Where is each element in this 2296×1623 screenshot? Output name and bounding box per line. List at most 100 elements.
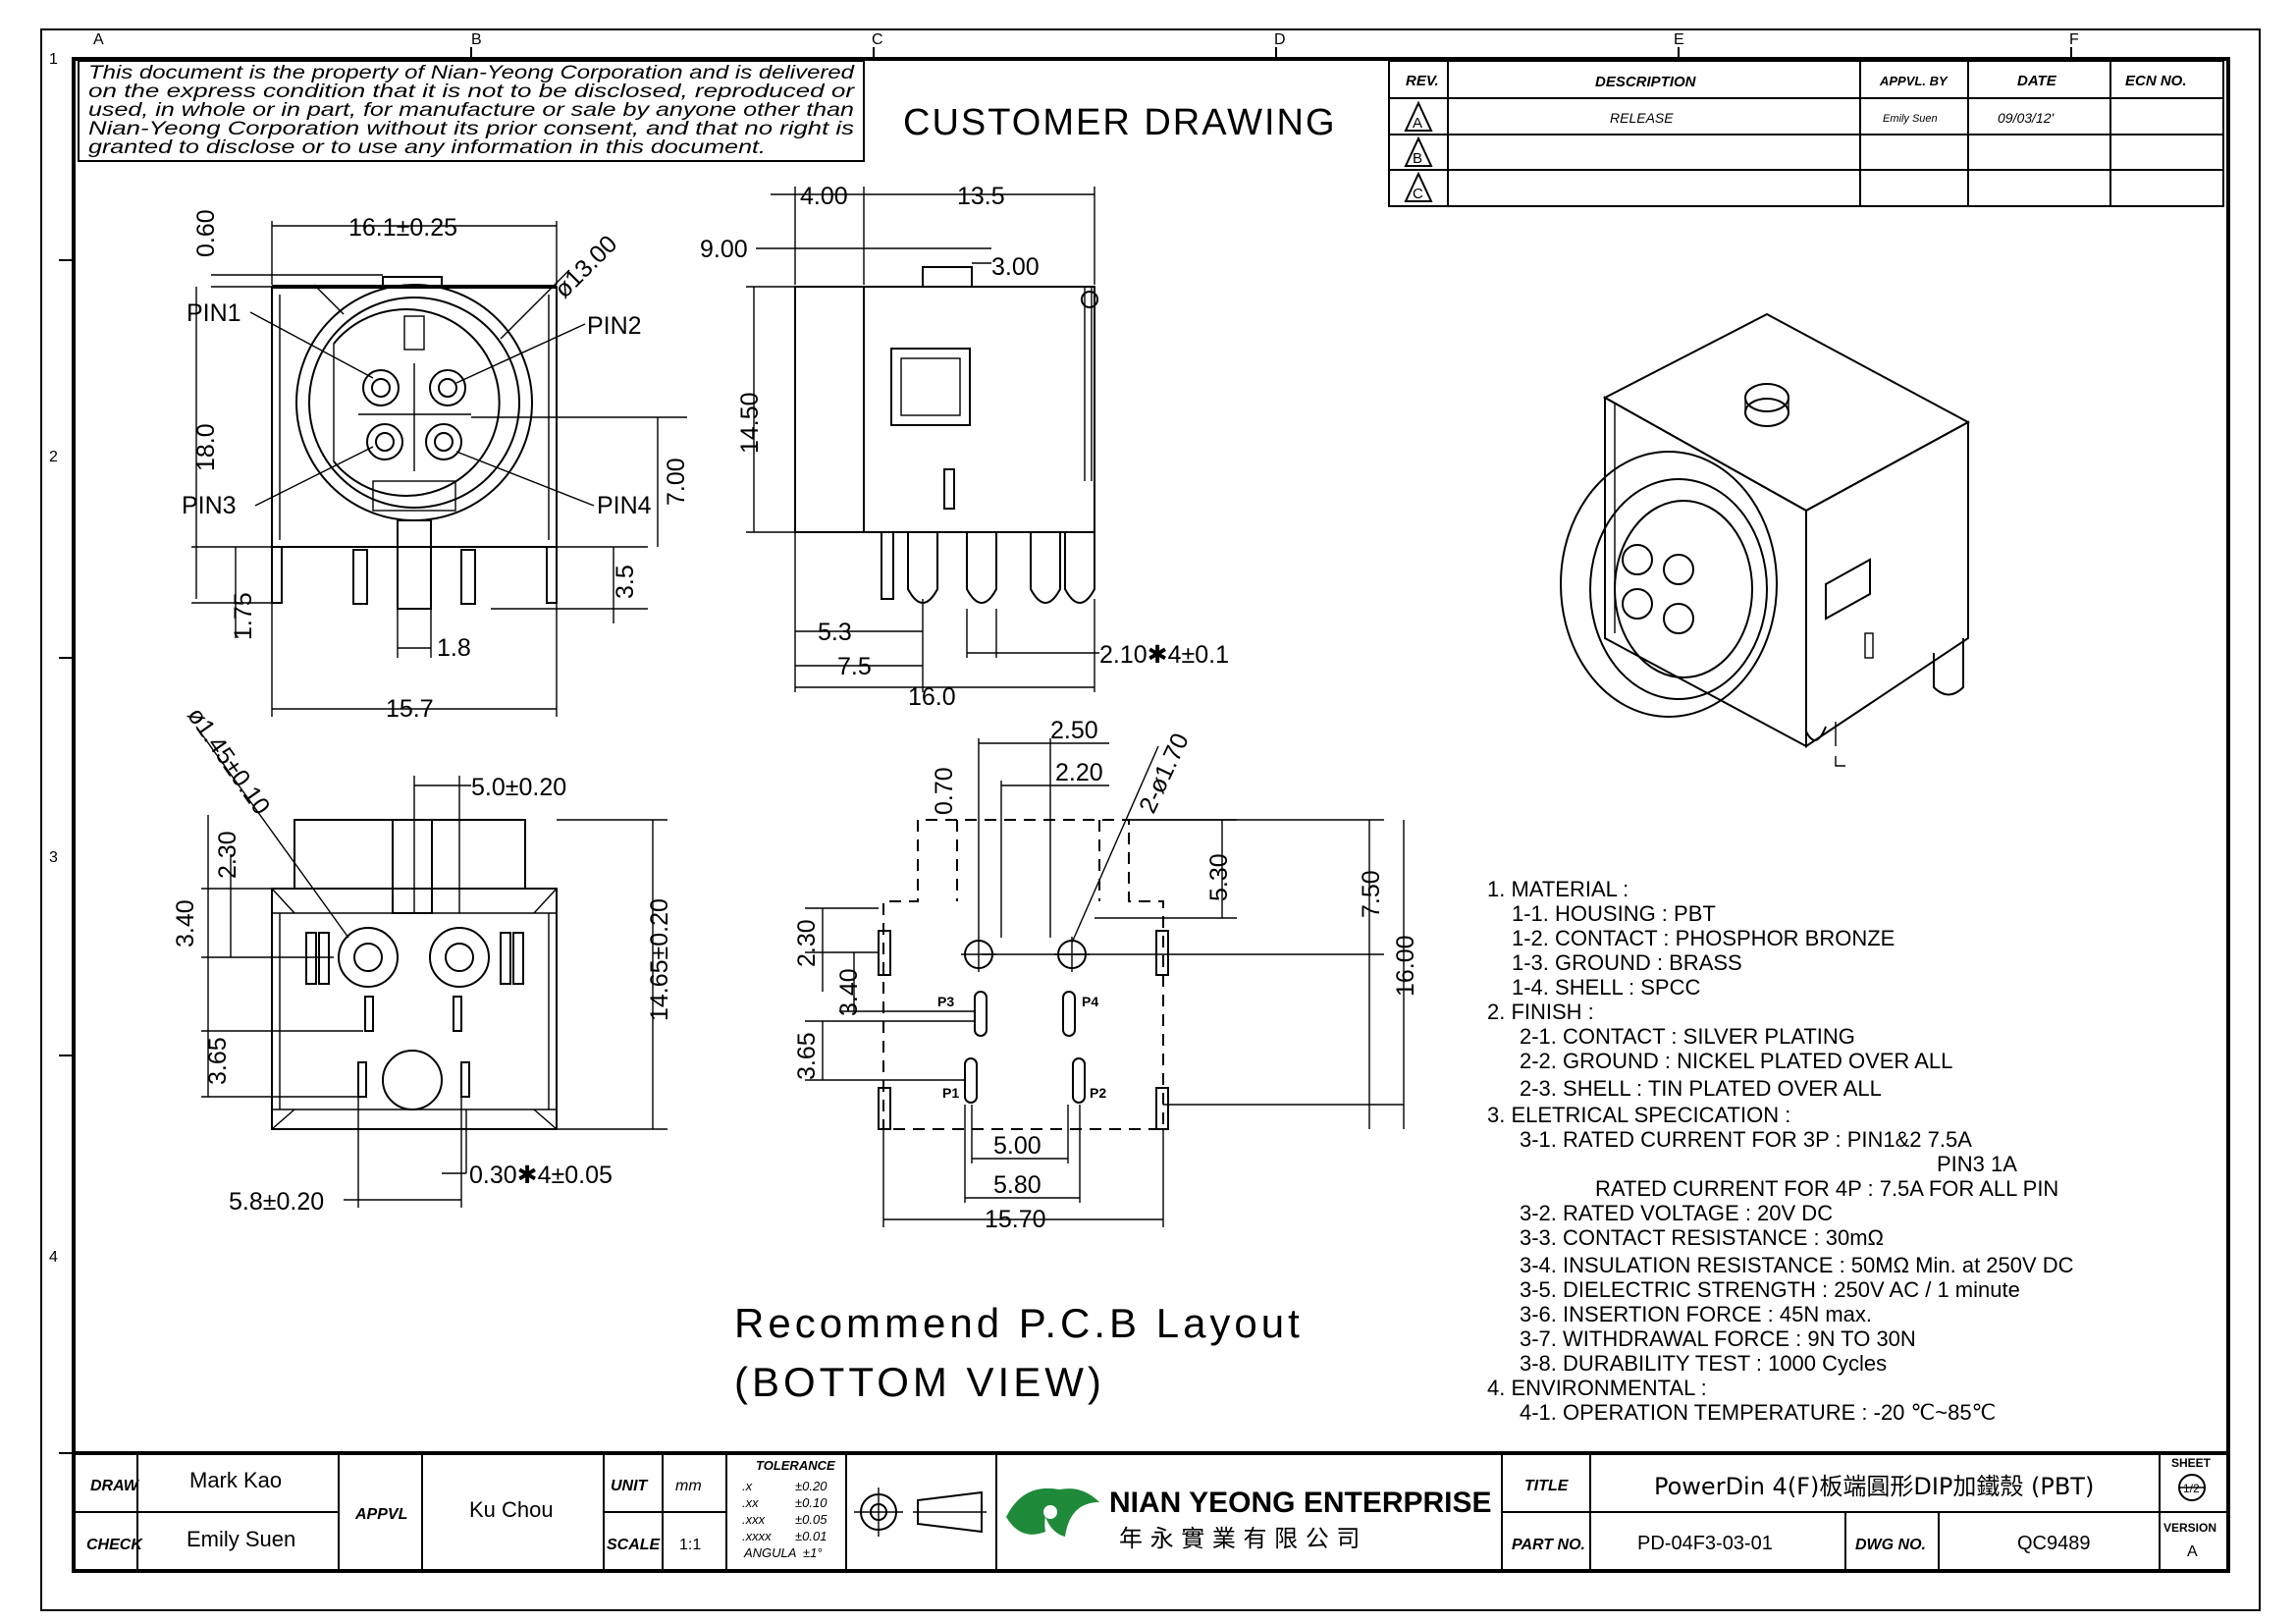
dim-18: 1.8 bbox=[437, 634, 471, 662]
front-pin-holes bbox=[358, 363, 471, 471]
dim-700: 7.00 bbox=[663, 458, 690, 506]
spec-line: 1-1. HOUSING : PBT bbox=[1512, 901, 1716, 926]
title-value: PowerDin 4(F)板端圓形DIP加鐵殼 (PBT) bbox=[1654, 1473, 2094, 1500]
dim-58: 5.8±0.20 bbox=[229, 1188, 324, 1216]
appvl-label: APPVL bbox=[354, 1506, 407, 1523]
dim-030: 0.30✱4±0.05 bbox=[469, 1162, 613, 1189]
pin1-label: PIN1 bbox=[187, 299, 241, 327]
pcb-dim-230: 2.30 bbox=[793, 919, 821, 967]
check-name: Emily Suen bbox=[187, 1527, 295, 1551]
spec-line: 2-2. GROUND : NICKEL PLATED OVER ALL bbox=[1520, 1049, 1952, 1073]
title-label: TITLE bbox=[1524, 1478, 1570, 1494]
appvl-name: Ku Chou bbox=[469, 1497, 554, 1522]
scale-label: SCALE bbox=[607, 1537, 662, 1553]
pcb-pin-p2: P2 bbox=[1090, 1085, 1106, 1101]
specifications: 1. MATERIAL : 1-1. HOUSING : PBT 1-2. CO… bbox=[1487, 877, 2074, 1425]
pin3-label: PIN3 bbox=[182, 492, 237, 519]
spec-line: 1-3. GROUND : BRASS bbox=[1512, 950, 1742, 975]
rev-a-appvl: Emily Suen bbox=[1883, 113, 1938, 125]
inner-frame bbox=[72, 57, 2230, 1573]
pcb-dim-dia170: 2-ø1.70 bbox=[1134, 730, 1195, 818]
outer-frame bbox=[40, 28, 2261, 1611]
unit-value: mm bbox=[675, 1478, 702, 1494]
pcb-dim-1570: 15.70 bbox=[985, 1206, 1046, 1233]
tol-value: ±0.01 bbox=[795, 1529, 827, 1543]
pcb-layout-view: P3 P4 P1 P2 2.50 2.20 0.70 2-ø1.70 5.30 … bbox=[734, 717, 1419, 1405]
spec-line: 1. MATERIAL : bbox=[1487, 877, 1629, 901]
border-letter-e: E bbox=[1674, 31, 1684, 48]
front-view: 16.1±0.25 0.60 18.0 1.75 PIN1 PIN2 PIN3 … bbox=[182, 209, 690, 723]
projection-symbol-icon bbox=[854, 1488, 987, 1537]
dim-365: 3.65 bbox=[204, 1037, 232, 1085]
pcb-dim-220: 2.20 bbox=[1055, 759, 1103, 786]
date-header: DATE bbox=[2017, 73, 2057, 89]
dim-dia145: ø1.45±0.10 bbox=[182, 702, 275, 820]
svg-text:A: A bbox=[1413, 115, 1422, 132]
pcb-dim-340: 3.40 bbox=[835, 968, 863, 1016]
border-letter-b: B bbox=[471, 31, 482, 48]
dim-900: 9.00 bbox=[700, 236, 748, 263]
spec-line: 1-4. SHELL : SPCC bbox=[1512, 975, 1700, 1000]
pcb-dim-070: 0.70 bbox=[931, 767, 958, 815]
dwgno-value: QC9489 bbox=[2017, 1533, 2091, 1554]
appvl-header: APPVL. BY bbox=[1879, 74, 1949, 88]
border-ticks bbox=[59, 47, 2072, 1454]
dim-1450: 14.50 bbox=[736, 392, 764, 454]
tol-key: .xxx bbox=[742, 1512, 766, 1527]
notice-line: used, in whole or in part, for manufactu… bbox=[88, 100, 854, 121]
dim-300: 3.00 bbox=[991, 253, 1040, 281]
spec-line: 4. ENVIRONMENTAL : bbox=[1487, 1376, 1707, 1400]
spec-line: 3. ELETRICAL SPECICATION : bbox=[1487, 1103, 1790, 1127]
dim-width-top: 16.1±0.25 bbox=[348, 214, 457, 242]
pcb-pin-p3: P3 bbox=[937, 994, 954, 1009]
dim-1465: 14.65±0.20 bbox=[646, 898, 673, 1021]
notice-text: This document is the property of Nian-Ye… bbox=[88, 63, 856, 158]
spec-line: RATED CURRENT FOR 4P : 7.5A FOR ALL PIN bbox=[1595, 1176, 2058, 1201]
tol-value: ±0.05 bbox=[795, 1512, 828, 1527]
spec-line: 3-4. INSULATION RESISTANCE : 50MΩ Min. a… bbox=[1520, 1253, 2074, 1277]
dim-160: 16.0 bbox=[908, 683, 956, 711]
notice-line: Nian-Yeong Corporation without its prior… bbox=[88, 119, 855, 139]
notice-line: on the express condition that it is not … bbox=[88, 81, 855, 102]
draw-name: Mark Kao bbox=[189, 1468, 282, 1492]
ecn-header: ECN NO. bbox=[2125, 73, 2187, 89]
sheet-label: SHEET bbox=[2171, 1456, 2212, 1470]
partno-value: PD-04F3-03-01 bbox=[1637, 1533, 1773, 1554]
dim-width-bottom: 15.7 bbox=[386, 695, 434, 723]
draw-label: DRAW bbox=[90, 1478, 140, 1494]
pcb-pin-p4: P4 bbox=[1082, 994, 1098, 1009]
scale-value: 1:1 bbox=[679, 1537, 701, 1553]
isometric-view bbox=[1560, 312, 1971, 767]
svg-text:B: B bbox=[1413, 150, 1422, 167]
dim-340: 3.40 bbox=[172, 899, 199, 947]
dim-175: 1.75 bbox=[230, 592, 257, 640]
spec-line: 1-2. CONTACT : PHOSPHOR BRONZE bbox=[1512, 926, 1895, 950]
border-letter-d: D bbox=[1274, 31, 1286, 48]
border-number-1: 1 bbox=[49, 51, 58, 68]
dwgno-label: DWG NO. bbox=[1855, 1537, 1926, 1553]
side-view: 4.00 13.5 9.00 3.00 14.50 5.3 7.5 16.0 2… bbox=[700, 183, 1229, 711]
tol-key: .xxxx bbox=[742, 1529, 772, 1543]
version-label: VERSION bbox=[2163, 1521, 2216, 1535]
dim-135: 13.5 bbox=[957, 183, 1005, 210]
tol-value: ±0.20 bbox=[795, 1479, 828, 1493]
dim-230: 2.30 bbox=[214, 831, 241, 879]
notice-box bbox=[78, 60, 865, 162]
pcb-dim-500: 5.00 bbox=[993, 1132, 1041, 1160]
dim-dia13: ø13.00 bbox=[549, 230, 622, 303]
tol-key: ANGULA bbox=[743, 1545, 796, 1560]
dim-35: 3.5 bbox=[612, 565, 639, 599]
pin2-label: PIN2 bbox=[587, 312, 642, 340]
pcb-dim-530: 5.30 bbox=[1205, 853, 1233, 901]
unit-label: UNIT bbox=[611, 1478, 649, 1494]
dim-53: 5.3 bbox=[818, 619, 852, 646]
notice-line: This document is the property of Nian-Ye… bbox=[88, 63, 856, 83]
dim-060: 0.60 bbox=[192, 209, 220, 257]
pcb-dim-750: 7.50 bbox=[1358, 870, 1385, 918]
rev-a-triangle-icon: A bbox=[1404, 100, 1433, 132]
description-header: DESCRIPTION bbox=[1595, 74, 1697, 90]
pcb-caption-line2: (BOTTOM VIEW) bbox=[734, 1359, 1105, 1405]
revision-table: REV. DESCRIPTION APPVL. BY DATE ECN NO. … bbox=[1388, 60, 2224, 207]
pcb-dim-365: 3.65 bbox=[793, 1032, 821, 1080]
rev-a-date: 09/03/12' bbox=[1998, 110, 2055, 126]
